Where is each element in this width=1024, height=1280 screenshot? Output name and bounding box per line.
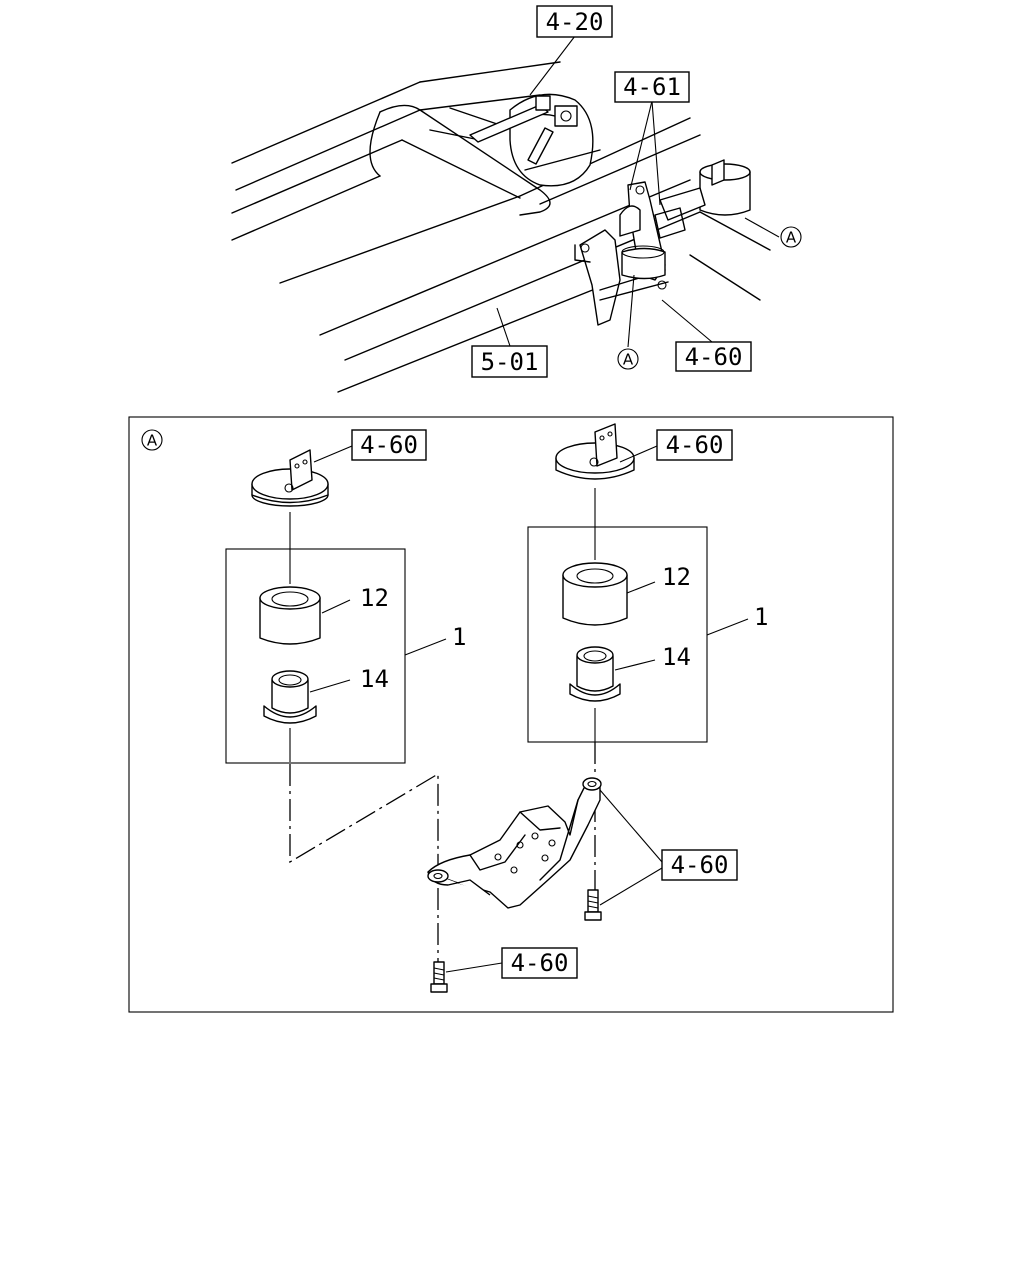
suspension-bracket [427, 777, 602, 909]
ref-label-4-61: 4-61 [614, 71, 690, 103]
svg-text:A: A [786, 229, 797, 247]
svg-text:5-01: 5-01 [481, 348, 539, 376]
left-kit-box [225, 548, 406, 764]
svg-text:4-60: 4-60 [360, 431, 418, 459]
svg-text:4-60: 4-60 [511, 949, 569, 977]
svg-text:4-61: 4-61 [623, 73, 681, 101]
svg-text:1: 1 [754, 603, 768, 631]
svg-text:12: 12 [360, 584, 389, 612]
overview-illustration: 4-20 4-61 4-60 5-01 A A [231, 5, 802, 393]
svg-text:4-60: 4-60 [671, 851, 729, 879]
bracket-ref-4-60: 4-60 [599, 789, 738, 906]
bolt-ref-4-60: 4-60 [445, 947, 578, 979]
svg-text:14: 14 [662, 643, 691, 671]
svg-text:4-60: 4-60 [666, 431, 724, 459]
svg-text:14: 14 [360, 665, 389, 693]
bolt-bottom [430, 961, 448, 993]
ref-label-5-01: 5-01 [471, 345, 548, 378]
right-stack-labels: 12 14 1 [614, 563, 768, 671]
svg-text:4-20: 4-20 [546, 8, 604, 36]
left-ref-4-60: 4-60 [313, 429, 427, 463]
right-upper-plate [555, 423, 635, 480]
left-upper-plate [251, 449, 329, 507]
bolt-right [584, 889, 602, 921]
left-stack-labels: 12 14 1 [309, 584, 466, 693]
left-bush-12 [259, 586, 321, 645]
assembly-lines [289, 488, 596, 965]
torque-rods [469, 95, 578, 165]
svg-text:4-60: 4-60 [685, 343, 743, 371]
detail-marker-right: A [780, 226, 802, 248]
overview-leaders [496, 35, 780, 348]
detail-marker: A [141, 429, 163, 451]
svg-text:A: A [147, 432, 158, 450]
detail-frame [128, 416, 894, 1013]
svg-text:12: 12 [662, 563, 691, 591]
svg-text:1: 1 [452, 623, 466, 651]
left-bush-14 [263, 670, 317, 724]
ref-label-4-20: 4-20 [536, 5, 613, 38]
detail-view-a: A 4-60 [128, 416, 894, 1013]
right-bush-14 [569, 646, 621, 702]
detail-marker-bottom: A [617, 348, 639, 370]
ref-label-4-60: 4-60 [675, 341, 752, 372]
right-bush-12 [562, 562, 628, 626]
right-kit-box [527, 526, 708, 743]
right-ref-4-60: 4-60 [619, 429, 733, 463]
svg-text:A: A [623, 351, 634, 369]
air-spring-right [654, 159, 751, 239]
air-spring-center [621, 245, 666, 280]
